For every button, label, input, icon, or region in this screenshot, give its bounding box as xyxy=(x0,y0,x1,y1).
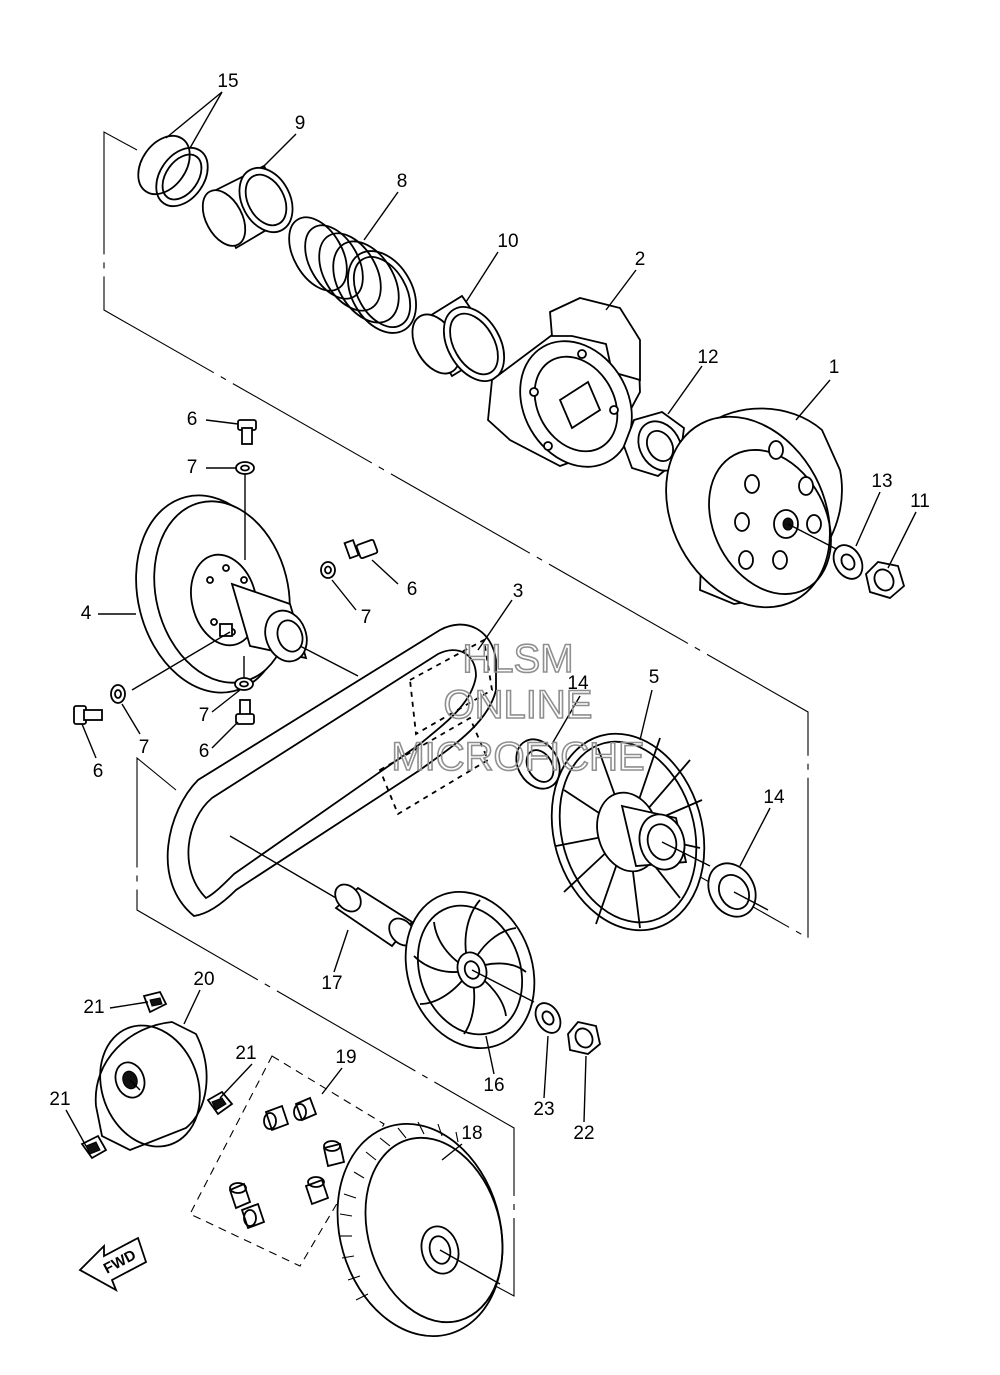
sliding-sheave-part[interactable] xyxy=(313,1104,526,1356)
callout-6: 6 xyxy=(407,579,418,600)
slider-part[interactable] xyxy=(142,990,168,1014)
bolt-part[interactable] xyxy=(343,538,379,560)
roller-weight-part[interactable] xyxy=(322,1140,346,1168)
slider-part[interactable] xyxy=(80,1134,108,1160)
callout-7: 7 xyxy=(199,705,210,726)
washer-part[interactable] xyxy=(235,461,255,475)
roller-weight-part[interactable] xyxy=(240,1202,266,1230)
v-belt-part[interactable] xyxy=(166,623,497,917)
callout-11: 11 xyxy=(910,491,930,512)
bolt-part[interactable] xyxy=(73,705,103,725)
callout-labels: 1 2 3 4 5 6 6 6 6 7 7 7 7 8 9 10 11 12 1… xyxy=(49,71,929,1144)
callout-2: 2 xyxy=(635,249,646,270)
watermark-line: MICROFICHE xyxy=(391,735,644,779)
forward-direction-arrow: FWD xyxy=(78,1236,148,1293)
callout-16: 16 xyxy=(483,1075,504,1096)
callout-18: 18 xyxy=(461,1123,482,1144)
callout-17: 17 xyxy=(321,973,342,994)
callout-4: 4 xyxy=(81,603,92,624)
callout-21: 21 xyxy=(83,997,104,1018)
cam-plate-part[interactable] xyxy=(84,1011,217,1160)
clutch-housing-part[interactable] xyxy=(634,388,862,636)
secondary-sheave-part[interactable] xyxy=(529,715,726,948)
collar-part[interactable] xyxy=(194,159,303,253)
callout-12: 12 xyxy=(697,347,718,368)
callout-6: 6 xyxy=(187,409,198,430)
roller-weight-part[interactable] xyxy=(228,1182,252,1210)
circlip-part[interactable] xyxy=(128,126,219,216)
washer-part[interactable] xyxy=(234,677,254,691)
clutch-carrier-part[interactable] xyxy=(487,297,654,487)
callout-13: 13 xyxy=(871,471,892,492)
roller-weight-part[interactable] xyxy=(304,1176,330,1206)
callout-23: 23 xyxy=(533,1099,554,1120)
callout-7: 7 xyxy=(361,607,372,628)
callout-21: 21 xyxy=(49,1089,70,1110)
callout-1: 1 xyxy=(829,357,840,378)
callout-9: 9 xyxy=(295,113,306,134)
callout-21: 21 xyxy=(235,1043,256,1064)
collar-part[interactable] xyxy=(403,294,517,392)
callout-14: 14 xyxy=(763,787,785,808)
washer-part[interactable] xyxy=(530,999,565,1038)
callout-15: 15 xyxy=(217,71,238,92)
nut-part[interactable] xyxy=(865,561,906,600)
callout-5: 5 xyxy=(649,667,660,688)
washer-part[interactable] xyxy=(320,561,336,579)
assembly-frame-upper xyxy=(103,131,809,939)
watermark-line: HLSM xyxy=(462,637,573,681)
nut-part[interactable] xyxy=(567,1021,601,1055)
callout-8: 8 xyxy=(397,171,408,192)
callout-10: 10 xyxy=(497,231,518,252)
spring-part[interactable] xyxy=(277,207,430,345)
washer-part[interactable] xyxy=(828,540,869,584)
callout-6: 6 xyxy=(199,741,210,762)
oil-seal-part[interactable] xyxy=(508,731,569,796)
roller-weight-part[interactable] xyxy=(263,1104,290,1132)
callout-20: 20 xyxy=(193,969,214,990)
weight-set-box xyxy=(189,1055,385,1267)
watermark: HLSM ONLINE MICROFICHE xyxy=(391,636,646,780)
primary-sheave-part[interactable] xyxy=(116,480,359,709)
roller-weight-part[interactable] xyxy=(293,1096,318,1122)
leader-line xyxy=(131,631,231,691)
slider-part[interactable] xyxy=(206,1090,234,1116)
washer-part[interactable] xyxy=(110,684,126,704)
callout-6: 6 xyxy=(93,761,104,782)
bolt-part[interactable] xyxy=(237,419,257,445)
cooling-fan-part[interactable] xyxy=(384,874,555,1067)
callout-14: 14 xyxy=(567,673,589,694)
callout-7: 7 xyxy=(139,737,150,758)
assembly-frame-lower xyxy=(136,756,515,1297)
watermark-line: ONLINE xyxy=(444,683,593,727)
bolt-part[interactable] xyxy=(235,699,255,725)
leader-lines xyxy=(65,91,917,1161)
callout-3: 3 xyxy=(513,581,524,602)
collar-part[interactable] xyxy=(229,835,420,951)
oil-seal-part[interactable] xyxy=(699,855,769,925)
callout-22: 22 xyxy=(573,1123,594,1144)
callout-7: 7 xyxy=(187,457,198,478)
callout-19: 19 xyxy=(335,1047,356,1068)
